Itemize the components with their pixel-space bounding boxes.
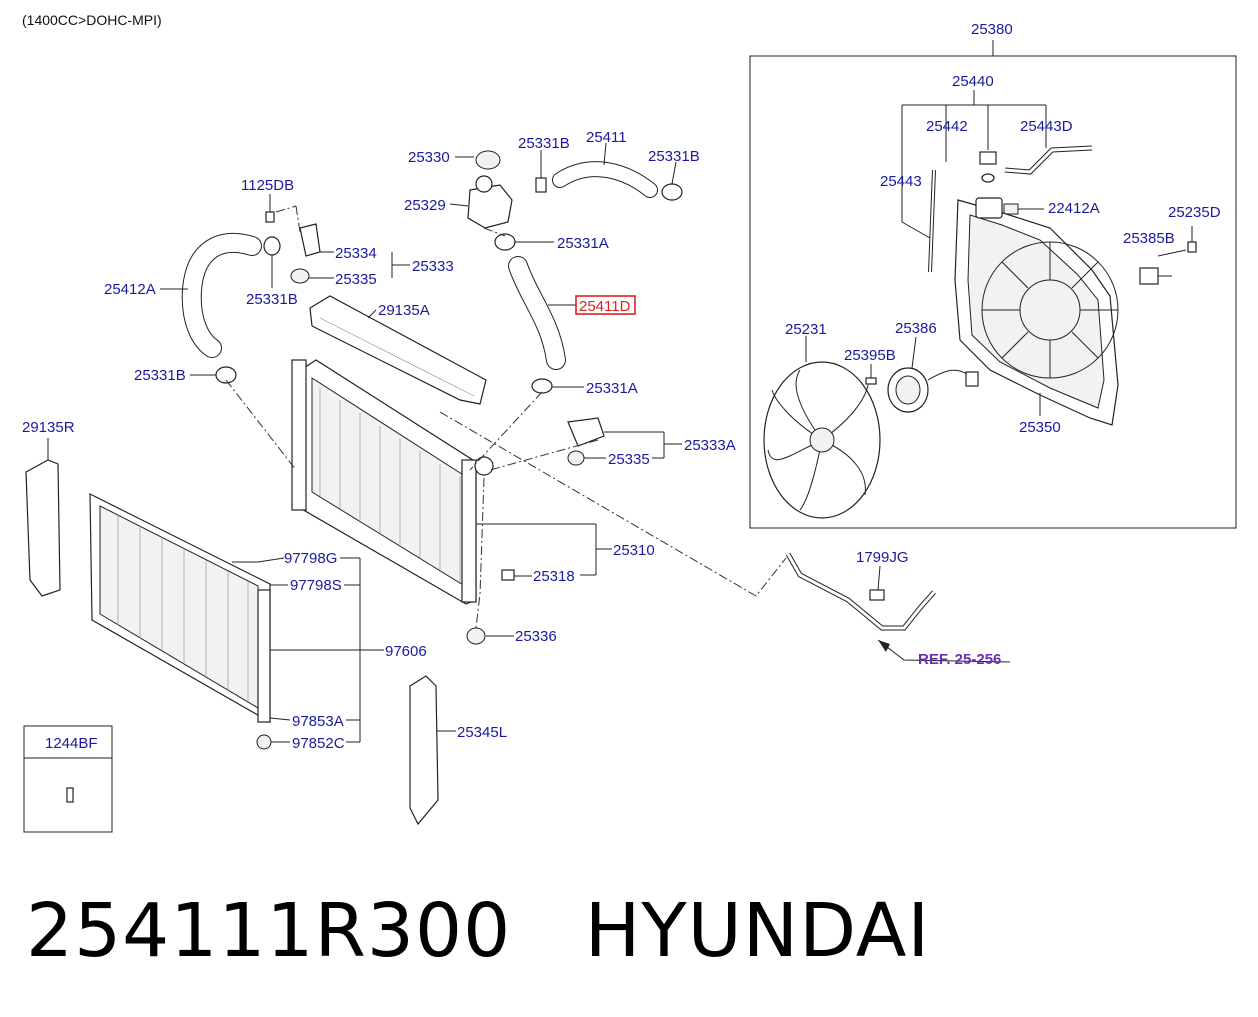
caption-part-number: 254111R300 [26, 888, 512, 974]
assembly-dash-lines [225, 205, 787, 629]
label-25335-a: 25335 [335, 271, 377, 288]
label-25331A-b: 25331A [586, 380, 638, 397]
label-25333: 25333 [412, 258, 454, 275]
radiator-group [291, 359, 682, 645]
label-25331B-c: 25331B [246, 291, 298, 308]
label-25443: 25443 [880, 173, 922, 190]
label-97798G: 97798G [284, 550, 337, 567]
label-25443D: 25443D [1020, 118, 1073, 135]
ref-hose-group [785, 552, 1011, 663]
label-25411: 25411 [586, 129, 627, 146]
caption-brand: HYUNDAI [584, 888, 931, 974]
label-25333A: 25333A [684, 437, 736, 454]
label-25442: 25442 [926, 118, 968, 135]
label-25331B-a: 25331B [518, 135, 570, 152]
label-25235D: 25235D [1168, 204, 1221, 221]
label-25331A-a: 25331A [557, 235, 609, 252]
label-25318: 25318 [533, 568, 575, 585]
ref-link-25-256[interactable]: REF. 25-256 [918, 651, 1001, 668]
label-25386: 25386 [895, 320, 937, 337]
label-25412A: 25412A [104, 281, 156, 298]
parts-diagram: (1400CC>DOHC-MPI) [22, 12, 1237, 833]
highlight-box-25411D [575, 295, 636, 315]
left-hose-group [160, 194, 410, 384]
label-25310: 25310 [613, 542, 655, 559]
label-97852C: 97852C [292, 735, 345, 752]
label-29135R: 29135R [22, 419, 75, 436]
label-25385B: 25385B [1123, 230, 1175, 247]
label-25345L: 25345L [457, 724, 507, 741]
upper-hose-group [449, 142, 683, 394]
condenser-group [89, 493, 384, 750]
air-guard-upper [309, 295, 487, 405]
label-25329: 25329 [404, 197, 446, 214]
label-25330: 25330 [408, 149, 450, 166]
label-97853A: 97853A [292, 713, 344, 730]
label-97798S: 97798S [290, 577, 342, 594]
fan-assembly-group [749, 40, 1237, 529]
label-25350: 25350 [1019, 419, 1061, 436]
caption: 254111R300 HYUNDAI [26, 888, 930, 974]
label-25395B: 25395B [844, 347, 896, 364]
label-25334: 25334 [335, 245, 377, 262]
label-1125DB: 1125DB [241, 177, 294, 194]
label-25331B-d: 25331B [134, 367, 186, 384]
label-1244BF: 1244BF [45, 735, 98, 752]
engine-spec-header: (1400CC>DOHC-MPI) [22, 12, 162, 28]
label-22412A: 22412A [1048, 200, 1100, 217]
label-25335-b: 25335 [608, 451, 650, 468]
label-25336: 25336 [515, 628, 557, 645]
label-25331B-b: 25331B [648, 148, 700, 165]
label-25440: 25440 [952, 73, 994, 90]
label-97606: 97606 [385, 643, 427, 660]
label-1799JG: 1799JG [856, 549, 909, 566]
label-25231: 25231 [785, 321, 827, 338]
part-box-1244BF [23, 725, 113, 833]
label-25380: 25380 [971, 21, 1013, 38]
label-25411D: 25411D [579, 298, 631, 315]
label-29135A: 29135A [378, 302, 430, 319]
air-guard-lower [409, 675, 439, 826]
air-guard-left [25, 459, 61, 597]
